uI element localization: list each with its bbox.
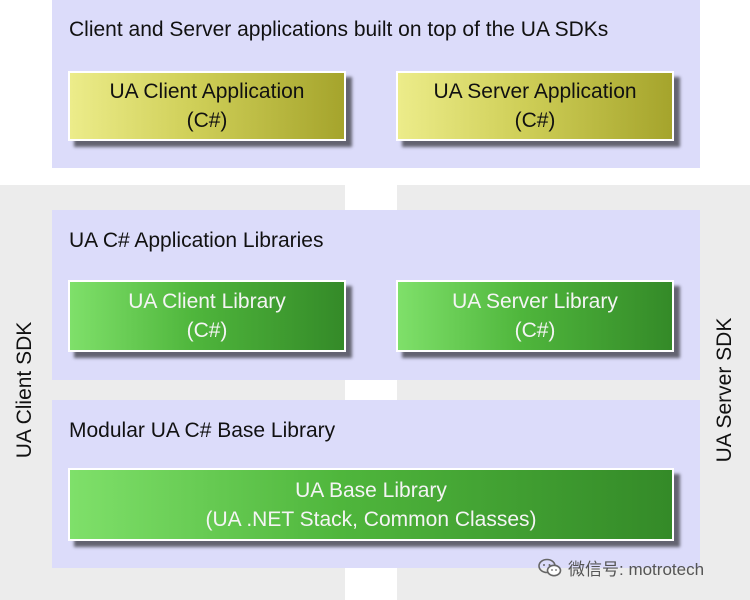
base-library-panel: Modular UA C# Base Library UA Base Libra… <box>52 400 700 568</box>
box-line: (C#) <box>186 109 228 132</box>
box-line: (C#) <box>186 319 228 342</box>
applications-panel: Client and Server applications built on … <box>52 0 700 168</box>
box-line: (C#) <box>514 319 556 342</box>
application-libraries-panel-title: UA C# Application Libraries <box>69 229 324 252</box>
server-sdk-label: UA Server SDK <box>713 317 736 463</box>
client-sdk-label: UA Client SDK <box>13 321 36 459</box>
wechat-watermark: 微信号: motrotech <box>538 555 704 580</box>
wechat-icon <box>538 558 562 576</box>
ua-base-library-box: UA Base Library (UA .NET Stack, Common C… <box>68 468 674 541</box>
box-line: UA Server Library <box>452 290 618 313</box>
watermark-text: 微信号: motrotech <box>568 560 705 579</box>
box-line: UA Client Application <box>109 80 305 103</box>
box-line: UA Server Application <box>433 80 637 103</box>
box-line: (UA .NET Stack, Common Classes) <box>205 507 537 531</box>
box-line: (C#) <box>514 109 556 132</box>
box-line: UA Base Library <box>295 478 447 502</box>
ua-server-library-box: UA Server Library (C#) <box>396 280 674 352</box>
box-line: UA Client Library <box>128 290 286 313</box>
base-library-panel-title: Modular UA C# Base Library <box>69 419 336 442</box>
ua-client-library-box: UA Client Library (C#) <box>68 280 346 352</box>
applications-panel-title: Client and Server applications built on … <box>69 18 609 41</box>
ua-server-application-box: UA Server Application (C#) <box>396 71 674 141</box>
ua-client-application-box: UA Client Application (C#) <box>68 71 346 141</box>
application-libraries-panel: UA C# Application Libraries UA Client Li… <box>52 210 700 380</box>
